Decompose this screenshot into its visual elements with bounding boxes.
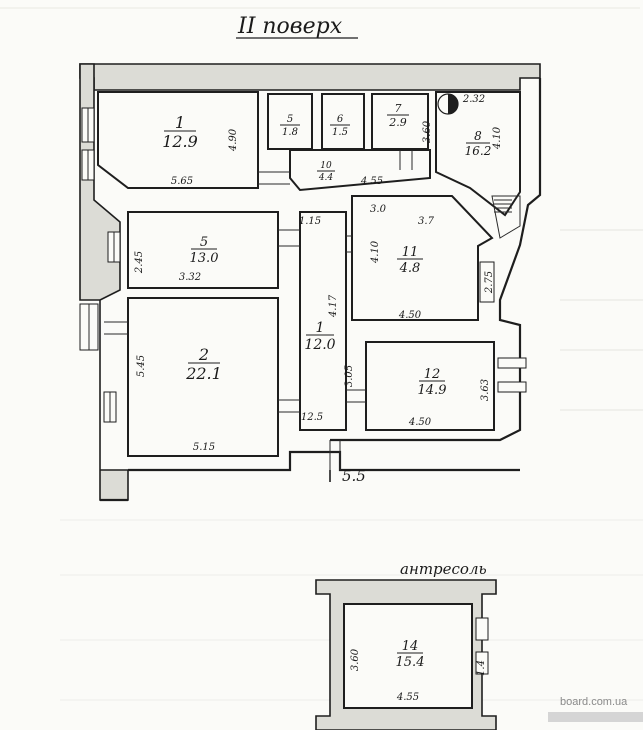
dimension-label: 12.5 bbox=[301, 412, 323, 423]
dimension-label: 4.17 bbox=[328, 294, 339, 318]
room-number: 5 bbox=[287, 114, 293, 125]
room-area: 13.0 bbox=[190, 251, 219, 266]
room-area: 4.8 bbox=[399, 261, 421, 276]
room-5-outline bbox=[127, 211, 279, 289]
room-label: 104.4 bbox=[317, 161, 335, 183]
room-label: 61.5 bbox=[330, 114, 350, 138]
dimension-label: 4.10 bbox=[492, 126, 503, 150]
corridor-1-outline bbox=[299, 211, 347, 431]
dimension-label: 2.32 bbox=[462, 94, 485, 105]
room-area: 22.1 bbox=[185, 364, 222, 383]
room-area: 12.9 bbox=[162, 132, 198, 151]
mezzanine-title: антресоль bbox=[400, 560, 487, 578]
room-number: 8 bbox=[474, 129, 482, 143]
dimension-label: 4.10 bbox=[370, 240, 381, 264]
room-number: 11 bbox=[402, 245, 419, 260]
room-8-outline bbox=[435, 91, 521, 217]
room-number: 1 bbox=[316, 320, 325, 336]
dimension-label: 1.4 bbox=[476, 660, 487, 676]
dimension-label: 4.50 bbox=[398, 310, 422, 321]
room-area: 16.2 bbox=[465, 144, 492, 158]
room-label: 222.1 bbox=[185, 345, 222, 383]
dimension-label: 4.55 bbox=[360, 176, 383, 187]
room-label: 513.0 bbox=[190, 235, 219, 266]
room-2-outline bbox=[127, 297, 279, 457]
room-area: 1.8 bbox=[282, 127, 298, 138]
room-number: 6 bbox=[337, 114, 344, 125]
dimension-label: 3.60 bbox=[422, 120, 433, 143]
dimension-label: 3.63 bbox=[480, 379, 491, 401]
right-windows bbox=[479, 261, 527, 393]
dimension-label: 3.0 bbox=[370, 204, 387, 215]
dimension-label: 2.45 bbox=[134, 251, 145, 274]
room-area: 15.4 bbox=[396, 655, 425, 670]
mezzanine-walls bbox=[315, 579, 497, 730]
dimension-label: 3.05 bbox=[344, 365, 355, 387]
dimension-label: 3.60 bbox=[350, 648, 361, 671]
corridor-10-outline bbox=[289, 149, 431, 192]
room-11-outline bbox=[351, 195, 494, 321]
dimension-label: 3.7 bbox=[418, 216, 435, 227]
room-label: 112.0 bbox=[304, 320, 335, 353]
room-area: 4.4 bbox=[318, 173, 334, 183]
room-number: 7 bbox=[395, 102, 402, 115]
room-label: 114.8 bbox=[397, 245, 423, 276]
room-area: 2.9 bbox=[388, 116, 407, 129]
room-area: 1.5 bbox=[332, 127, 348, 138]
dimension-label: 5.65 bbox=[171, 176, 193, 187]
room-area: 12.0 bbox=[304, 337, 335, 353]
dimension-label: 1.15 bbox=[299, 216, 321, 227]
watermark-text: board.com.ua bbox=[560, 696, 628, 708]
room-label: 51.8 bbox=[280, 114, 300, 138]
room-label: 816.2 bbox=[465, 129, 492, 158]
chimney-semicircle bbox=[437, 93, 459, 115]
left-windows bbox=[79, 107, 121, 423]
floor-title: II поверх bbox=[237, 14, 343, 39]
room-12-outline bbox=[365, 341, 495, 431]
room-1-outline bbox=[97, 91, 259, 189]
room-7-outline bbox=[371, 93, 429, 150]
dimension-label: 4.55 bbox=[396, 692, 419, 703]
dimension-label: 2.75 bbox=[484, 271, 495, 294]
dimension-label: 4.50 bbox=[408, 417, 432, 428]
room-label: 72.9 bbox=[387, 102, 409, 129]
entrance bbox=[329, 440, 341, 482]
room-6-outline bbox=[321, 93, 365, 150]
entrance-area-label: 5.5 bbox=[342, 467, 366, 485]
room-number: 1 bbox=[175, 113, 185, 132]
room-number: 14 bbox=[402, 639, 419, 654]
room-number: 10 bbox=[320, 161, 332, 171]
stair-element bbox=[491, 195, 521, 239]
doorways bbox=[104, 150, 413, 413]
room-label: 112.9 bbox=[162, 113, 198, 151]
room-number: 2 bbox=[198, 345, 209, 364]
dimension-label: 4.90 bbox=[228, 128, 239, 152]
dimension-label: 5.15 bbox=[193, 442, 215, 453]
dimension-label: 5.45 bbox=[136, 355, 147, 377]
room-number: 5 bbox=[200, 235, 208, 250]
watermark-bar bbox=[548, 712, 643, 722]
room-area: 14.9 bbox=[418, 383, 447, 398]
dimension-label: 3.32 bbox=[179, 272, 201, 283]
room-number: 12 bbox=[424, 367, 441, 382]
